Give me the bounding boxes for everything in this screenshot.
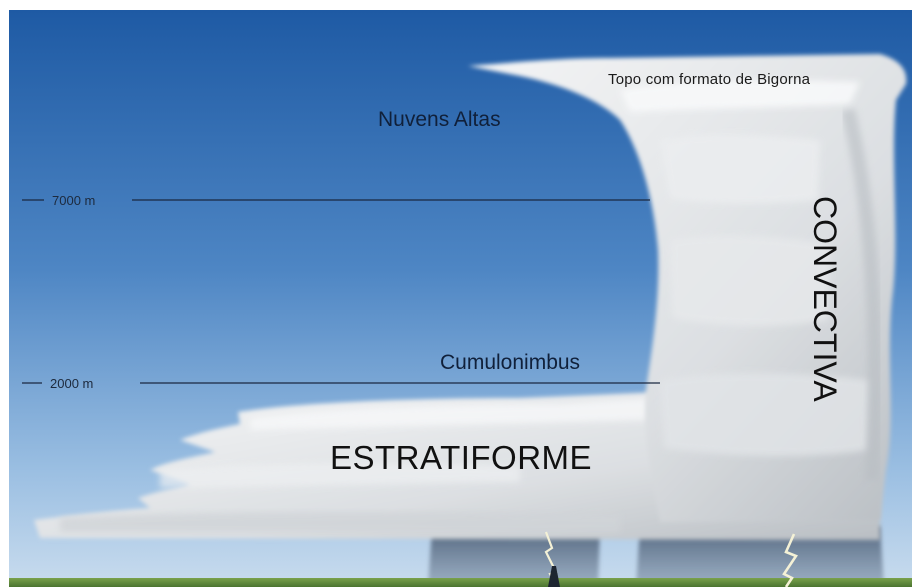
ground [9,578,912,587]
lightning-bolt-right [782,533,798,587]
anvil-top-label: Topo com formato de Bigorna [608,71,811,88]
altitude-7000-label: 7000 m [52,193,96,208]
antenna-tower [548,566,560,587]
rain-shaft-right [636,526,884,587]
high-clouds-label: Nuvens Altas [378,108,501,131]
altitude-2000-label: 2000 m [50,376,94,391]
stratiform-label: ESTRATIFORME [330,439,593,476]
convective-label: CONVECTIVA [807,196,843,402]
convective-tower [468,54,907,522]
altitude-lines [22,199,660,384]
cumulonimbus-label: Cumulonimbus [440,351,581,374]
